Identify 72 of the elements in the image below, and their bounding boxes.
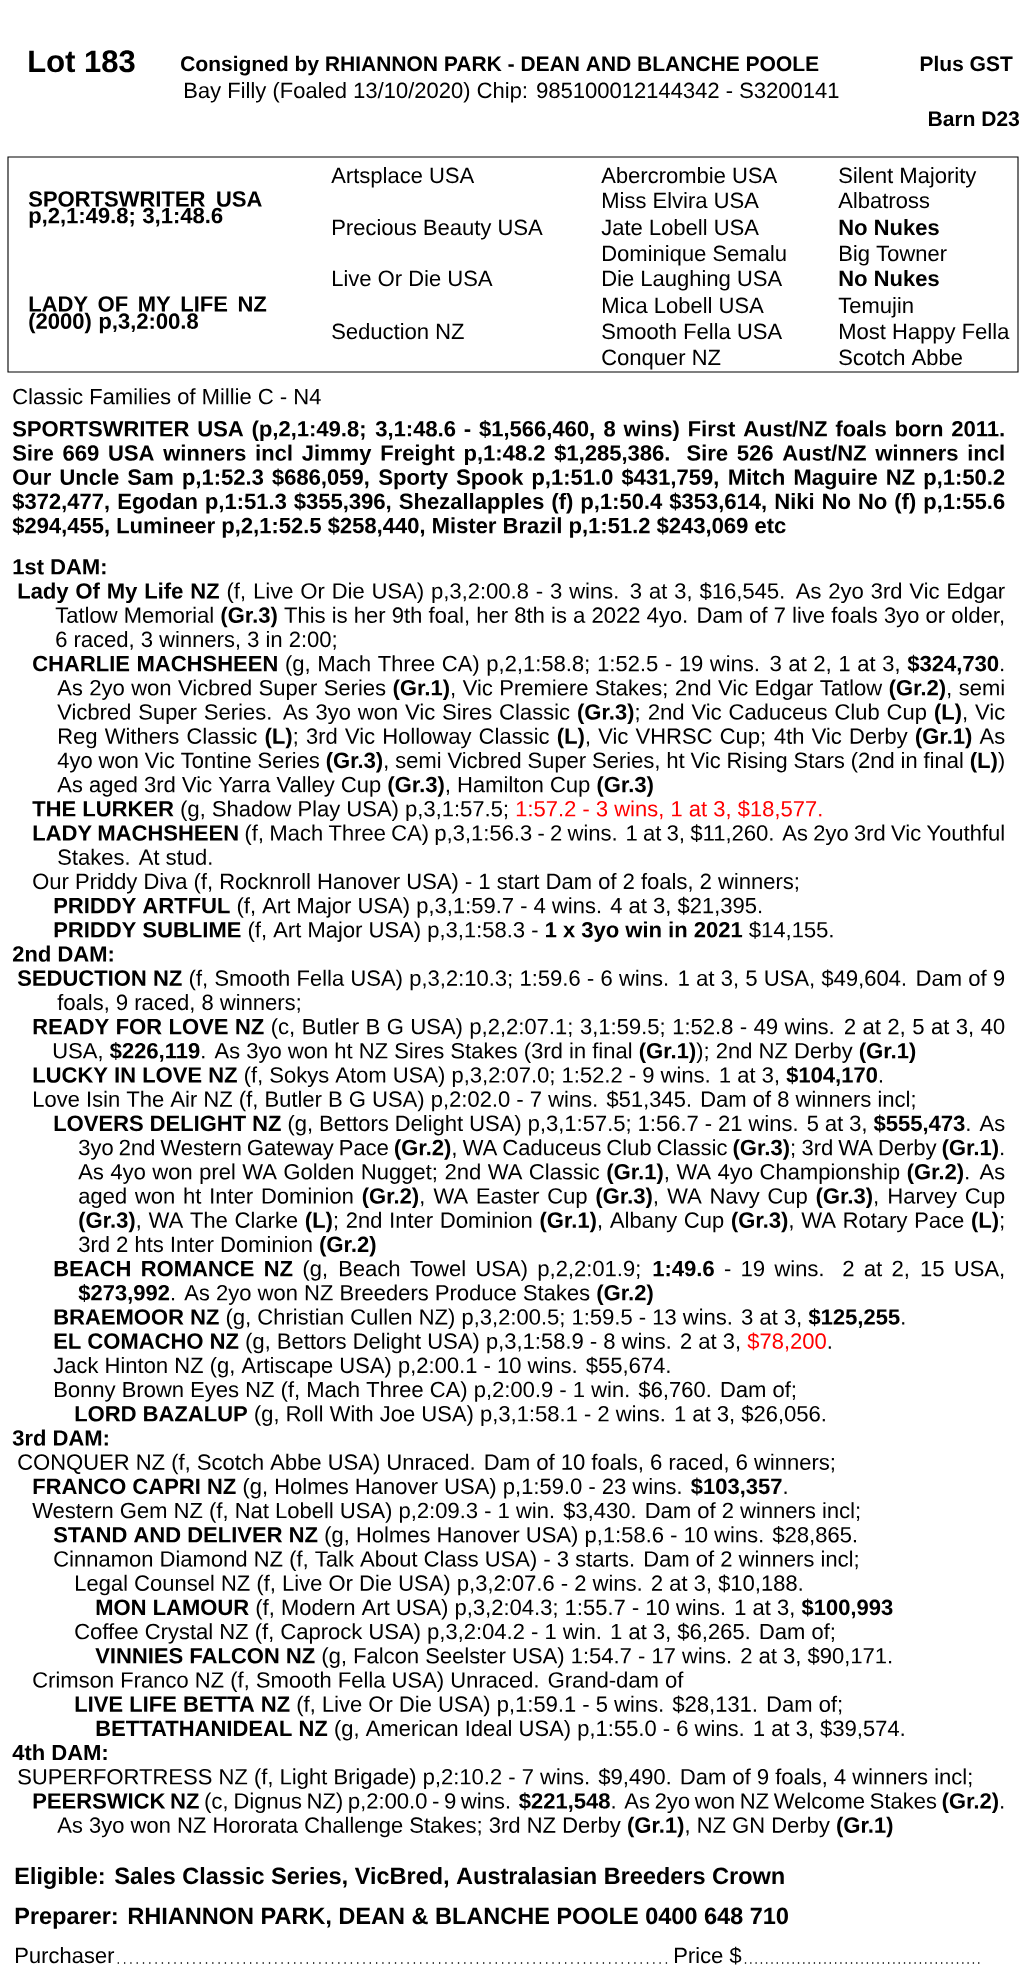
pedigree-entry: Our Priddy Diva (f, Rocknroll Hanover USA) - 1 start Dam of 2 foals, 2 winners; [33,873,798,894]
section-heading: 2nd DAM: [12,945,113,962]
pedigree-cell: SPORTSWRITER USA p,2,1:49.8; 3,1:48.6 [28,191,262,228]
pedigree-cell: Scotch Abbe [839,349,962,366]
barn-location: Barn D23 [929,111,1019,127]
pedigree-cell: Big Towner [840,245,947,266]
highlighted-figures: $78,200 [747,1332,826,1352]
pedigree-cell: Silent Majority [839,167,977,188]
pedigree-entry: Western Gem NZ (f, Nat Lobell USA) p,2:09.3 - 1 win. $3,430. Dam of 2 winners incl; [32,1501,860,1523]
pedigree-cell: Dominique Semalu [603,245,786,266]
pedigree-entry: FRANCO CAPRI NZ (g, Holmes Hanover USA) p,1:59.0 - 23 wins. $103,357. [33,1477,787,1499]
punctuation: . [828,1346,831,1349]
pedigree-cell: Seduction NZ [332,323,464,340]
pedigree-cell: No Nukes [839,219,939,236]
pedigree-cell: No Nukes [839,270,939,287]
pedigree-cell: Smooth Fella USA [602,323,783,340]
preparer-note: Preparer: RHIANNON PARK, DEAN & BLANCHE POOLE 0400 648 710 [15,1907,788,1929]
pedigree-cell: LADY OF MY LIFE NZ (2000) p,3,2:00.8 [29,296,267,334]
pedigree-entry: LOVERS DELIGHT NZ (g, Bettors Delight USA) p,3,1:57.5; 1:56.7 - 21 wins. 5 at 3, $555,473. As 3yo 2nd Western Gateway Pace (Gr.2), WA Caduceus Club Classic (Gr.3); 3rd WA Derby (Gr.1). As 4yo won prel WA Golden Nugget; 2nd WA Classic (Gr.1), WA 4yo Championship (Gr.2). As aged won ht Inter Dominion (Gr.2), WA Easter Cup (Gr.3), WA Navy Cup (Gr.3), Harvey Cup (Gr.3), WA The Clarke (L); 2nd Inter Dominion (Gr.1), Albany Cup (Gr.3), WA Rotary Pace (L); 3rd 2 hts Inter Dominion (Gr.2) [54,1114,1005,1257]
pedigree-entry: EL COMACHO NZ (g, Bettors Delight USA) p,3,1:58.9 - 8 wins. 2 at 3, [54,1332,740,1354]
pedigree-entry: Coffee Crystal NZ (f, Caprock USA) p,3,2:04.2 - 1 win. 1 at 3, $6,265. Dam of; [75,1622,834,1644]
family-note: Classic Families of Millie C - N4 [13,388,321,405]
pedigree-entry: Jack Hinton NZ (g, Artiscape USA) p,2:00.1 - 10 wins. $55,674. [53,1356,670,1378]
pedigree-cell: Precious Beauty USA [333,219,543,240]
pedigree-cell: Most Happy Fella [840,323,1010,344]
pedigree-cell: Artsplace USA [331,167,475,188]
price-note: Plus GST [920,55,1013,72]
pedigree-entry: SUPERFORTRESS NZ (f, Light Brigade) p,2:10.2 - 7 wins. $9,490. Dam of 9 foals, 4 winners incl; [18,1768,972,1789]
field-label: Purchaser [16,1947,115,1964]
pedigree-entry: SEDUCTION NZ (f, Smooth Fella USA) p,3,2:10.3; 1:59.6 - 6 wins. 1 at 3, 5 USA, $49,604. Dam of 9 foals, 9 raced, 8 winners; [17,969,1005,1013]
pedigree-entry: Love Isin The Air NZ (f, Butler B G USA) p,2:02.0 - 7 wins. $51,345. Dam of 8 winners incl; [34,1090,915,1112]
highlighted-figures: 1:57.2 - 3 wins, 1 at 3, $18,577. [516,800,822,820]
pedigree-entry: MON LAMOUR (f, Modern Art USA) p,3,2:04.3; 1:55.7 - 10 wins. 1 at 3, $100,993 [96,1598,893,1620]
sire-summary: SPORTSWRITER USA (p,2,1:49.8; 3,1:48.6 - $1,566,460, 8 wins) First Aust/NZ foals born 2011. Sire 669 USA winners incl Jimmy Freight p,1:48.2 $1,285,386. Sire 526 Aust/NZ winners incl Our Uncle Sam p,1:52.3 $686,059, Sporty Spook p,1:51.0 $431,759, Mitch Maguire NZ p,1:50.2 $372,477, Egodan p,1:51.3 $355,396, Shezallapples (f) p,1:50.4 $353,614, Niki No No (f) p,1:55.6 $294,455, Lumineer p,2,1:52.5 $258,440, Mister Brazil p,1:51.2 $243,069 etc [12,420,1005,538]
pedigree-entry: Lady Of My Life NZ (f, Live Or Die USA) p,3,2:00.8 - 3 wins. 3 at 3, $16,545. As 2yo 3rd Vic Edgar Tatlow Memorial (Gr.3) This is her 9th foal, her 8th is a 2022 4yo. Dam of 7 live foals 3yo or older, 6 raced, 3 winners, 3 in 2:00; [18,582,1005,650]
pedigree-entry: PRIDDY SUBLIME (f, Art Major USA) p,3,1:58.3 - 1 x 3yo win in 2021 $14,155. [54,921,833,942]
pedigree-entry: Legal Counsel NZ (f, Live Or Die USA) p,3,2:07.6 - 2 wins. 2 at 3, $10,188. [76,1574,802,1596]
pedigree-entry: Cinnamon Diamond NZ (f, Talk About Class USA) - 3 starts. Dam of 2 winners incl; [54,1550,858,1572]
pedigree-entry: Crimson Franco NZ (f, Smooth Fella USA) Unraced. Grand-dam of [33,1671,684,1693]
pedigree-cell: Conquer NZ [602,349,721,370]
pedigree-entry: READY FOR LOVE NZ (c, Butler B G USA) p,2,2:07.1; 3,1:59.5; 1:52.8 - 49 wins. 2 at 2, 5 at 3, 40 USA, $226,119. As 3yo won ht NZ Sires Stakes (3rd in final (Gr.1)); 2nd NZ Derby (Gr.1) [33,1018,1005,1063]
pedigree-cell: Temujin [838,297,913,318]
pedigree-cell: Miss Elvira USA [603,192,759,209]
pedigree-entry: Bonny Brown Eyes NZ (f, Mach Three CA) p,2:00.9 - 1 win. $6,760. Dam of; [55,1380,795,1402]
pedigree-cell: Die Laughing USA [603,270,783,291]
field-label: Price $ [675,1946,742,1965]
pedigree-entry: BEACH ROMANCE NZ (g, Beach Towel USA) p,2,2:01.9; 1:49.6 - 19 wins. 2 at 2, 15 USA, $273,992. As 2yo won NZ Breeders Produce Stakes (Gr.2) [54,1260,1004,1305]
pedigree-entry: LADY MACHSHEEN (f, Mach Three CA) p,3,1:56.3 - 2 wins. 1 at 3, $11,260. As 2yo 3rd Vic Youthful Stakes. At stud. [33,824,1004,865]
pedigree-cell: Abercrombie USA [601,167,778,184]
pedigree-entry: CONQUER NZ (f, Scotch Abbe USA) Unraced. Dam of 10 foals, 6 raced, 6 winners; [18,1453,834,1475]
lot-number: Lot 183 [29,50,135,73]
pedigree-entry: BRAEMOOR NZ (g, Christian Cullen NZ) p,3,2:00.5; 1:59.5 - 13 wins. 3 at 3, $125,255. [54,1308,905,1330]
section-heading: 3rd DAM: [12,1429,108,1446]
eligibility-note: Eligible: Sales Classic Series, VicBred, Australasian Breeders Crown [15,1866,784,1889]
pedigree-cell: Jate Lobell USA [601,219,759,236]
pedigree-entry: BETTATHANIDEAL NZ (g, American Ideal USA) p,1:55.0 - 6 wins. 1 at 3, $39,574. [96,1719,904,1741]
pedigree-entry: THE LURKER (g, Shadow Play USA) p,3,1:57.5; [32,800,508,821]
pedigree-cell: Live Or Die USA [333,270,493,287]
section-heading: 4th DAM: [12,1744,107,1761]
pedigree-entry: LUCKY IN LOVE NZ (f, Sokys Atom USA) p,3,2:07.0; 1:52.2 - 9 wins. 1 at 3, $104,170. [33,1066,882,1088]
pedigree-cell: Mica Lobell USA [603,297,764,314]
pedigree-entry: VINNIES FALCON NZ (g, Falcon Seelster USA) 1:54.7 - 17 wins. 2 at 3, $90,171. [95,1647,892,1668]
pedigree-cell: Albatross [838,192,930,209]
horse-details: Bay Filly (Foaled 13/10/2020) Chip: 985100012144342 - S3200141 [185,82,839,103]
pedigree-entry: PRIDDY ARTFUL (f, Art Major USA) p,3,1:59.7 - 4 wins. 4 at 3, $21,395. [54,896,762,918]
consignor-heading: Consigned by RHIANNON PARK - DEAN AND BLANCHE POOLE [181,55,819,76]
pedigree-entry: CHARLIE MACHSHEEN (g, Mach Three CA) p,2,1:58.8; 1:52.5 - 19 wins. 3 at 2, 1 at 3, $324,730. As 2yo won Vicbred Super Series (Gr.1), Vic Premiere Stakes; 2nd Vic Edgar Tatlow (Gr.2), semi Vicbred Super Series. As 3yo won Vic Sires Classic (Gr.3); 2nd Vic Caduceus Club Cup (L), Vic Reg Withers Classic (L); 3rd Vic Holloway Classic (L), Vic VHRSC Cup; 4th Vic Derby (Gr.1) As 4yo won Vic Tontine Series (Gr.3), semi Vicbred Super Series, ht Vic Rising Stars (2nd in final (L)) As aged 3rd Vic Yarra Valley Cup (Gr.3), Hamilton Cup (Gr.3) [33,654,1005,797]
section-heading: 1st DAM: [13,559,106,575]
pedigree-entry: STAND AND DELIVER NZ (g, Holmes Hanover USA) p,1:58.6 - 10 wins. $28,865. [53,1526,856,1547]
pedigree-entry: LORD BAZALUP (g, Roll With Joe USA) p,3,1:58.1 - 2 wins. 1 at 3, $26,056. [75,1405,825,1426]
pedigree-entry: LIVE LIFE BETTA NZ (f, Live Or Die USA) p,1:59.1 - 5 wins. $28,131. Dam of; [75,1695,842,1717]
pedigree-entry: PEERSWICK NZ (c, Dignus NZ) p,2:00.0 - 9 wins. $221,548. As 2yo won NZ Welcome Stakes (Gr.2). As 3yo won NZ Hororata Challenge Stakes; 3rd NZ Derby (Gr.1), NZ GN Derby (Gr.1) [33,1792,1004,1838]
